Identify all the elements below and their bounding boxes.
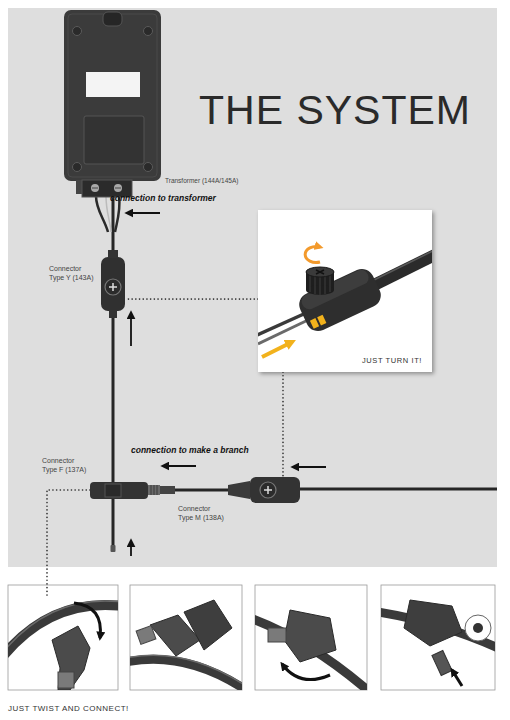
- wire: [96, 196, 108, 232]
- threaded-plug: [148, 485, 160, 495]
- knob: [306, 272, 334, 290]
- rating-plate: [86, 72, 140, 97]
- plug-collar: [160, 486, 175, 494]
- leader-dotted: [125, 298, 258, 300]
- screw-knob: [260, 482, 276, 498]
- terminal-screw: [91, 184, 99, 192]
- wire: [106, 196, 111, 232]
- direction-arrow: [163, 465, 196, 467]
- connector-jaw: [184, 600, 232, 650]
- photo-panel: [381, 585, 495, 690]
- inset-caption: JUST TURN IT!: [362, 356, 422, 365]
- threaded-end: [136, 626, 156, 645]
- photo-illustration: [8, 601, 118, 690]
- part-label: Connector Type F (137A): [42, 456, 90, 474]
- connector-neck: [228, 481, 250, 499]
- cable-highlight: [368, 245, 432, 283]
- transformer-box: Transformer (144A/145A): [64, 10, 161, 181]
- inset-box: JUST TURN IT!: [258, 210, 432, 372]
- plus-mark: [109, 283, 117, 291]
- screw-hole: [144, 163, 153, 172]
- direction-arrow: [127, 212, 160, 214]
- direction-arrow: [293, 466, 326, 468]
- wire: [258, 313, 306, 336]
- connector-group: [295, 265, 384, 335]
- hanging-slot: [103, 12, 122, 26]
- yellow-mark: [310, 318, 319, 329]
- direction-arrow: [130, 541, 132, 556]
- title-heading: THE SYSTEM: [199, 86, 471, 134]
- terminal-screw: [114, 184, 122, 192]
- yellow-mark: [317, 315, 326, 326]
- plug: [432, 650, 452, 675]
- connector-body: Connector Type F (137A): [90, 482, 148, 499]
- photo-illustration: [130, 600, 242, 690]
- photo-illustration: [381, 600, 495, 686]
- part-label: Connector Type Y (143A): [49, 264, 97, 282]
- screw-knob: [105, 279, 121, 295]
- cable-end: [111, 545, 116, 552]
- cover-panel: [84, 116, 144, 164]
- knob-top: [306, 267, 334, 277]
- cable: [368, 250, 432, 288]
- cable: [112, 499, 115, 546]
- connector-body: [404, 600, 462, 646]
- wire: [258, 320, 308, 344]
- screw-hole: [144, 27, 153, 36]
- turn-arrow: [305, 246, 320, 262]
- strain-relief: [109, 310, 117, 318]
- insert-arrow: [262, 342, 292, 357]
- knob-ribs: [310, 274, 330, 295]
- connector-body: [295, 265, 384, 335]
- cable-highlight: [130, 655, 242, 686]
- detail-knob: [473, 623, 483, 633]
- direction-arrow: [452, 670, 462, 686]
- part-label: Connector Type M (138A): [178, 504, 226, 522]
- cable-wire: [112, 311, 115, 482]
- direction-arrow: [74, 603, 100, 638]
- cable-wire: [112, 181, 115, 257]
- annotation-label: connection to transformer: [110, 193, 216, 203]
- screw-slot: [92, 188, 98, 189]
- caption-text: JUST TWIST AND CONNECT!: [8, 704, 129, 713]
- leader-dotted: [282, 372, 284, 477]
- leader-dotted: [47, 490, 90, 598]
- connector-body: [52, 626, 90, 690]
- detail-circle: [465, 615, 491, 641]
- thread-lines: [151, 485, 157, 495]
- direction-arrow: [282, 664, 330, 680]
- screw-hole: [73, 163, 82, 172]
- part-label: Transformer (144A/145A): [165, 177, 238, 184]
- terminal-tab: [76, 180, 82, 194]
- clamp-center: [105, 484, 121, 497]
- cable: [300, 488, 497, 491]
- threaded-end: [58, 672, 74, 688]
- screw-slot: [115, 188, 121, 189]
- connector-body: [284, 610, 336, 662]
- terminal-block: [82, 180, 132, 197]
- plus-mark: [264, 486, 272, 494]
- background-panel: [8, 8, 497, 567]
- connector-face: [299, 268, 371, 312]
- screw-hole: [73, 27, 82, 36]
- transformer-rim: [68, 14, 157, 177]
- connector-body: Connector Type Y (143A): [101, 257, 125, 311]
- threaded-end: [268, 628, 286, 642]
- direction-arrow: [130, 313, 132, 346]
- cross-mark: [316, 270, 324, 274]
- photo-illustration: [255, 610, 367, 690]
- connector-body: Connector Type M (138A): [250, 477, 300, 503]
- cable-wire: [148, 489, 250, 492]
- annotation-label: connection to make a branch: [131, 445, 249, 455]
- strain-relief: [108, 250, 118, 258]
- knob-base: [306, 285, 334, 295]
- inset-illustration: [258, 245, 432, 357]
- wire: [115, 196, 120, 232]
